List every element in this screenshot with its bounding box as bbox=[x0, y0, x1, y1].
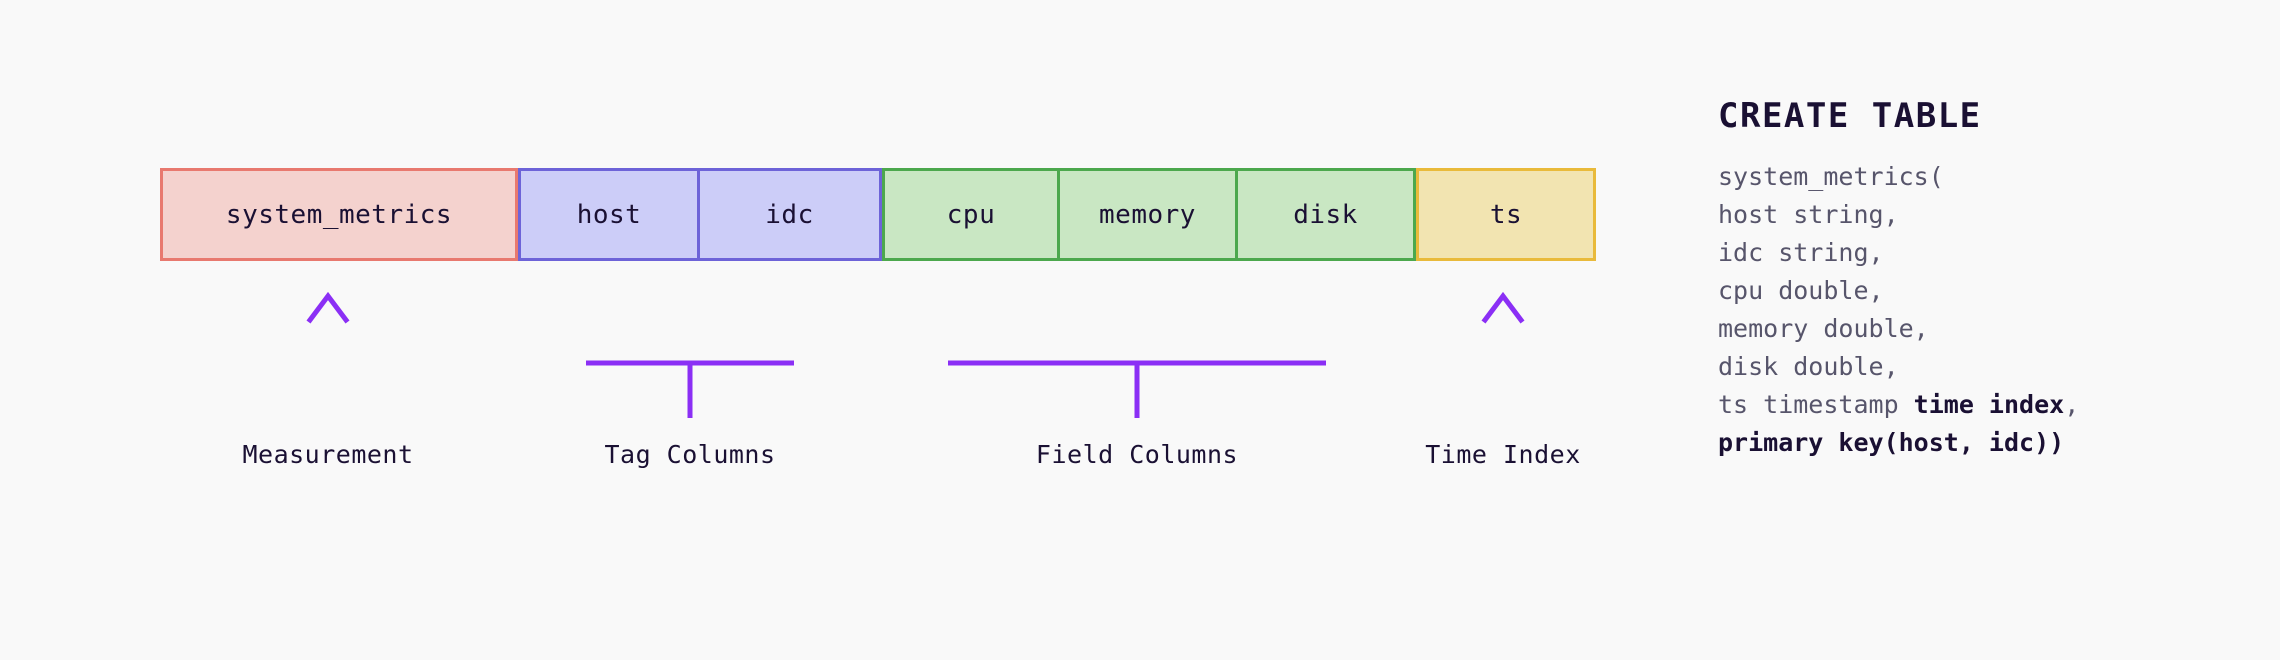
create-table-code-panel: CREATE TABLE system_metrics(host string,… bbox=[1718, 96, 2258, 462]
code-text: , bbox=[2064, 390, 2080, 419]
code-line: host string, bbox=[1718, 196, 2258, 234]
schema-cell-host: host bbox=[518, 168, 700, 261]
annotation-label-field-columns: Field Columns bbox=[1035, 440, 1239, 469]
annotation-label-tag-columns: Tag Columns bbox=[604, 440, 776, 469]
code-line: primary key(host, idc)) bbox=[1718, 424, 2258, 462]
code-line: memory double, bbox=[1718, 310, 2258, 348]
code-line: disk double, bbox=[1718, 348, 2258, 386]
code-text: disk double, bbox=[1718, 352, 1899, 381]
code-text: system_metrics( bbox=[1718, 162, 1944, 191]
measurement-arrow-connector bbox=[306, 291, 350, 413]
schema-cell-system-metrics: system_metrics bbox=[160, 168, 518, 261]
code-line: system_metrics( bbox=[1718, 158, 2258, 196]
code-text: ts timestamp bbox=[1718, 390, 1914, 419]
annotation-label-time-index: Time Index bbox=[1425, 440, 1581, 469]
code-line: ts timestamp time index, bbox=[1718, 386, 2258, 424]
field-columns-bracket-connector bbox=[948, 300, 1326, 418]
code-line: cpu double, bbox=[1718, 272, 2258, 310]
code-panel-body: system_metrics(host string, idc string, cp… bbox=[1718, 158, 2258, 462]
schema-cell-disk: disk bbox=[1238, 168, 1416, 261]
time-index-arrow-connector bbox=[1481, 291, 1525, 413]
code-text: idc string, bbox=[1718, 238, 1884, 267]
annotation-label-measurement: Measurement bbox=[242, 440, 414, 469]
code-line: idc string, bbox=[1718, 234, 2258, 272]
code-keyword: time index bbox=[1913, 390, 2065, 419]
schema-cell-memory: memory bbox=[1060, 168, 1238, 261]
schema-cell-ts: ts bbox=[1416, 168, 1596, 261]
schema-cell-idc: idc bbox=[700, 168, 882, 261]
code-text: memory double, bbox=[1718, 314, 1929, 343]
code-panel-title: CREATE TABLE bbox=[1718, 96, 1982, 136]
code-text: cpu double, bbox=[1718, 276, 1884, 305]
tag-columns-bracket-connector bbox=[586, 300, 794, 418]
schema-cell-cpu: cpu bbox=[882, 168, 1060, 261]
code-text: host string, bbox=[1718, 200, 1899, 229]
connector-lines bbox=[306, 291, 1525, 418]
code-keyword: primary key(host, idc)) bbox=[1718, 428, 2065, 457]
